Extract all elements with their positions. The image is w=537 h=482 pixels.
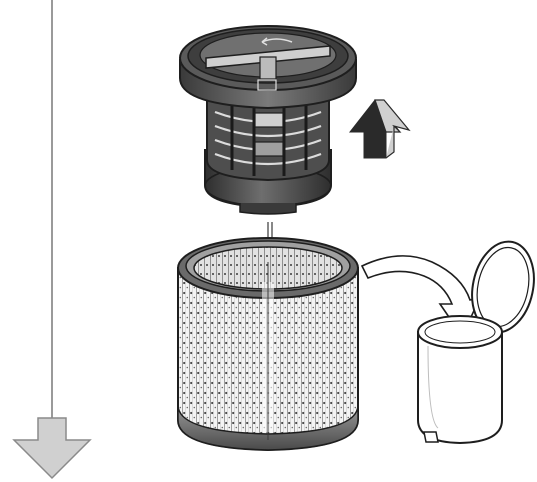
disposal-bin [418,316,502,443]
cartridge-filter [178,238,358,450]
filter-holder [180,26,356,214]
page-arrow [14,0,90,478]
arrow-down-icon [14,418,90,478]
lift-arrow [350,100,409,158]
